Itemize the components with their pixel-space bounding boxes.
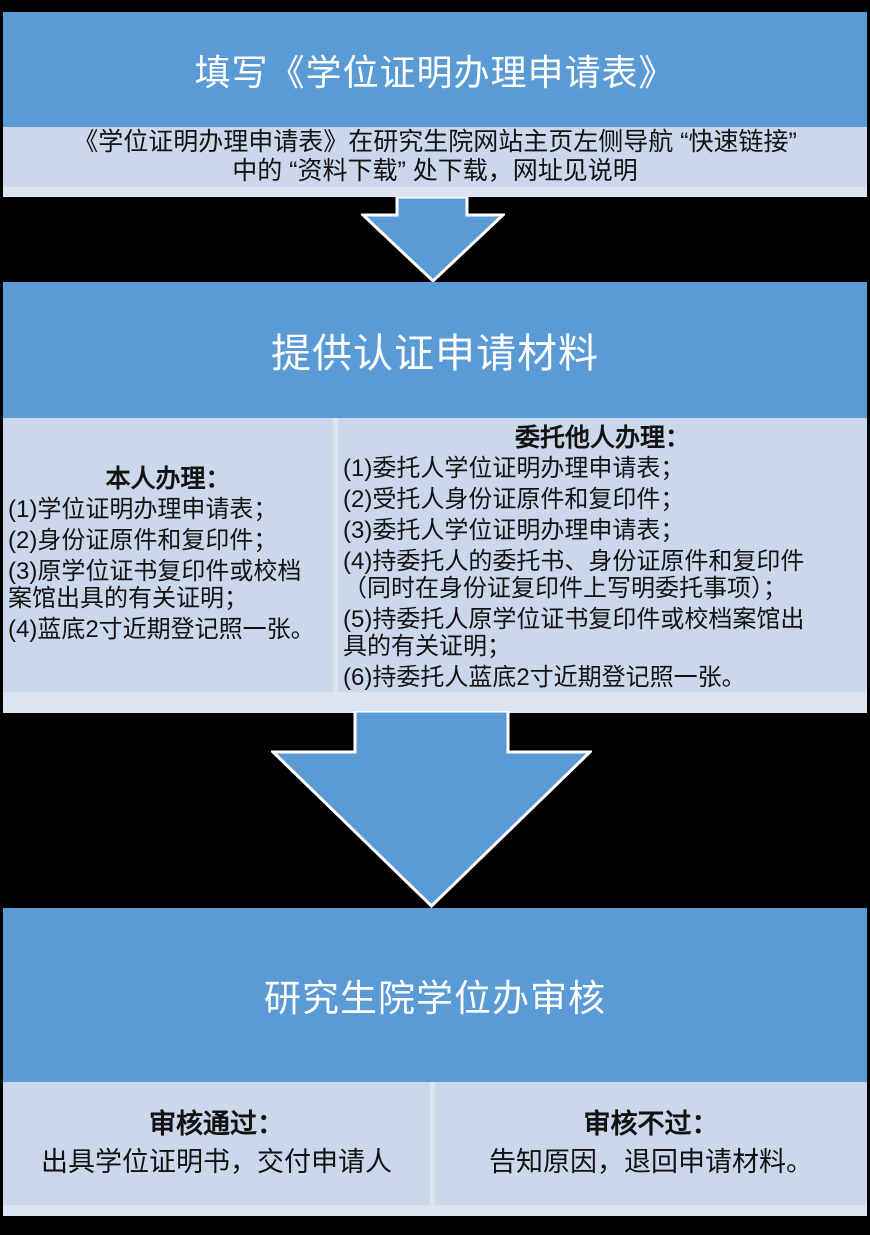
stage2-left-column: 本人办理： (1)学位证明办理申请表； (2)身份证原件和复印件； (3)原学位… [3, 418, 333, 692]
stage3-header: 研究生院学位办审核 [3, 908, 867, 1082]
stage2-left-heading: 本人办理： [105, 464, 231, 493]
stage2-right-column: 委托他人办理： (1)委托人学位证明办理申请表； (2)受托人身份证原件和复印件… [338, 418, 867, 692]
list-item: (3)委托人学位证明办理申请表； [343, 517, 685, 544]
stage2-title: 提供认证申请材料 [271, 332, 599, 376]
list-item: (4)蓝底2寸近期登记照一张。 [8, 615, 315, 643]
stage2-right-heading: 委托他人办理： [514, 424, 690, 452]
stage1-note-line: 中的 “资料下载” 处下载，网址见说明 [232, 157, 638, 185]
stage1-footer-strip [3, 187, 867, 197]
stage2-footer-strip [3, 692, 867, 713]
stage2-left-items: (1)学位证明办理申请表； (2)身份证原件和复印件； (3)原学位证书复印件或… [3, 496, 333, 647]
list-item: (2)身份证原件和复印件； [8, 526, 278, 554]
stage2-right-items: (1)委托人学位证明办理申请表； (2)受托人身份证原件和复印件； (3)委托人… [338, 455, 867, 695]
stage3-footer-strip [3, 1205, 867, 1216]
pass-text: 出具学位证明书，交付申请人 [41, 1147, 392, 1177]
list-item: (3)原学位证书复印件或校档 案馆出具的有关证明； [8, 557, 302, 612]
stage1-title: 填写《学位证明办理申请表》 [194, 51, 676, 93]
list-item: (6)持委托人蓝底2寸近期登记照一张。 [343, 664, 746, 691]
stage1-header: 填写《学位证明办理申请表》 [3, 12, 867, 127]
fail-text: 告知原因，退回申请材料。 [489, 1147, 813, 1177]
stage2-body: 本人办理： (1)学位证明办理申请表； (2)身份证原件和复印件； (3)原学位… [3, 418, 867, 692]
pass-heading: 审核通过： [149, 1109, 284, 1139]
list-item: (5)持委托人原学位证书复印件或校档案馆出 具的有关证明； [343, 606, 805, 660]
stage3-title: 研究生院学位办审核 [264, 978, 606, 1019]
list-item: (4)持委托人的委托书、身份证原件和复印件 （同时在身份证复印件上写明委托事项）… [343, 548, 805, 602]
stage3-body: 审核通过： 出具学位证明书，交付申请人 审核不过： 告知原因，退回申请材料。 [3, 1082, 867, 1205]
down-arrow-icon [271, 711, 592, 908]
stage2-header: 提供认证申请材料 [3, 282, 867, 418]
stage1-note-line: 《学位证明办理申请表》在研究生院网站主页左侧导航 “快速链接” [73, 128, 797, 156]
fail-heading: 审核不过： [583, 1109, 719, 1139]
stage3-fail-column: 审核不过： 告知原因，退回申请材料。 [435, 1082, 867, 1205]
stage1-note: 《学位证明办理申请表》在研究生院网站主页左侧导航 “快速链接” 中的 “资料下载… [3, 127, 867, 187]
column-divider [333, 418, 338, 692]
list-item: (2)受托人身份证原件和复印件； [343, 486, 685, 513]
column-divider [430, 1082, 435, 1205]
list-item: (1)学位证明办理申请表； [8, 495, 278, 523]
stage3-pass-column: 审核通过： 出具学位证明书，交付申请人 [3, 1082, 430, 1205]
list-item: (1)委托人学位证明办理申请表； [343, 455, 685, 482]
down-arrow-icon [361, 197, 505, 284]
